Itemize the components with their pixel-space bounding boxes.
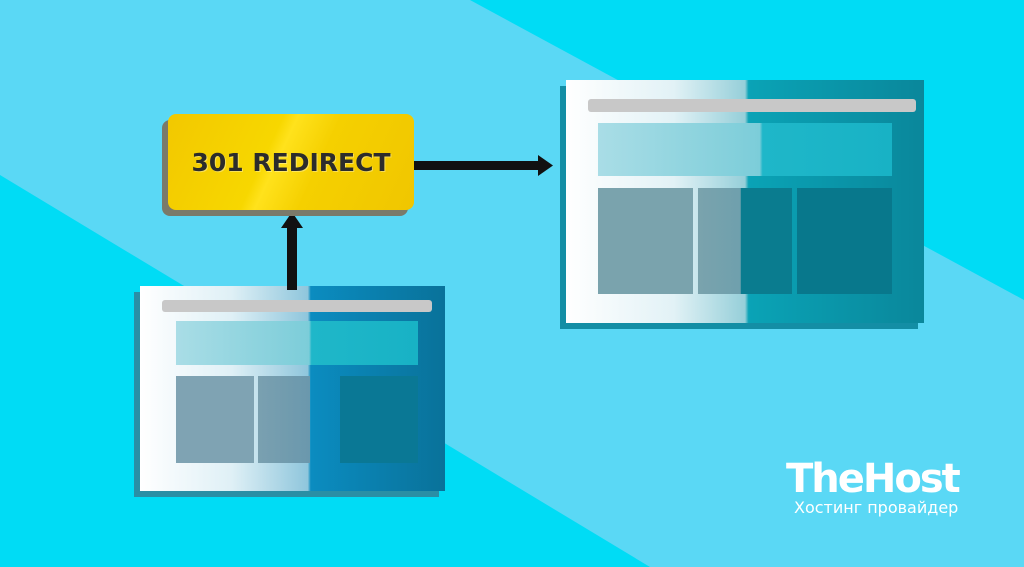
brand-name: TheHost xyxy=(786,456,961,502)
arrow-right xyxy=(414,155,553,176)
target-page-address-bar xyxy=(588,99,916,112)
target-page-tile-1 xyxy=(598,188,693,294)
source-page-window xyxy=(134,286,445,497)
source-page-tile-2 xyxy=(258,376,310,463)
redirect-box: 301 REDIRECT xyxy=(162,114,414,216)
arrow-up xyxy=(281,212,303,290)
target-page-tile-2 xyxy=(698,188,792,294)
target-page-hero-block xyxy=(598,123,892,176)
target-page-window xyxy=(560,80,924,329)
source-page-hero-block xyxy=(176,321,418,365)
brand-tagline: Хостинг провайдер xyxy=(794,498,959,517)
redirect-label: 301 REDIRECT xyxy=(191,147,391,177)
source-page-tile-1 xyxy=(176,376,254,463)
brand-logo: TheHost Хостинг провайдер xyxy=(786,455,986,525)
source-page-tile-3 xyxy=(340,376,418,463)
source-page-address-bar xyxy=(162,300,432,312)
target-page-tile-3 xyxy=(797,188,892,294)
redirect-box-face: 301 REDIRECT xyxy=(168,114,414,210)
